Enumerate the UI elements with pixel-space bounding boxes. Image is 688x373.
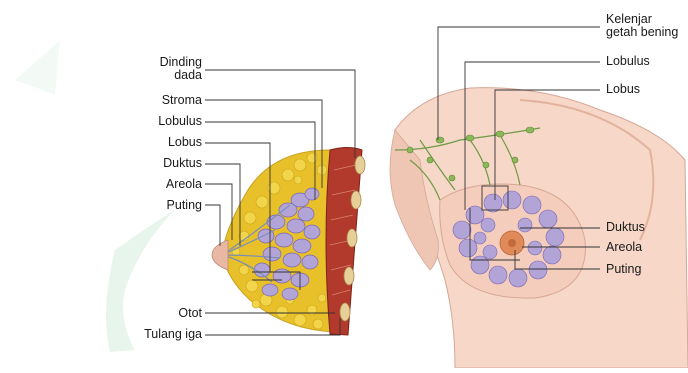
label-lobus-right: Lobus xyxy=(606,83,640,96)
watermark-logo xyxy=(15,40,175,352)
label-duktus-right: Duktus xyxy=(606,221,645,234)
label-tulang-iga: Tulang iga xyxy=(120,328,202,341)
cross-section-illustration xyxy=(212,148,365,336)
label-kelenjar-getah-bening: Kelenjar getah bening xyxy=(606,13,678,39)
label-areola-right: Areola xyxy=(606,241,642,254)
label-dinding-dada: Dinding dada xyxy=(120,56,202,82)
label-dinding-dada-line2: dada xyxy=(120,69,202,82)
label-puting-left: Puting xyxy=(120,199,202,212)
label-lobus-left: Lobus xyxy=(120,136,202,149)
label-kelenjar-line2: getah bening xyxy=(606,26,678,39)
label-areola-left: Areola xyxy=(120,178,202,191)
label-lobulus-left: Lobulus xyxy=(120,115,202,128)
label-otot: Otot xyxy=(120,307,202,320)
nipple-front xyxy=(508,239,516,247)
label-lobulus-right: Lobulus xyxy=(606,55,650,68)
label-stroma: Stroma xyxy=(120,94,202,107)
label-duktus-left: Duktus xyxy=(120,157,202,170)
label-puting-right: Puting xyxy=(606,263,641,276)
